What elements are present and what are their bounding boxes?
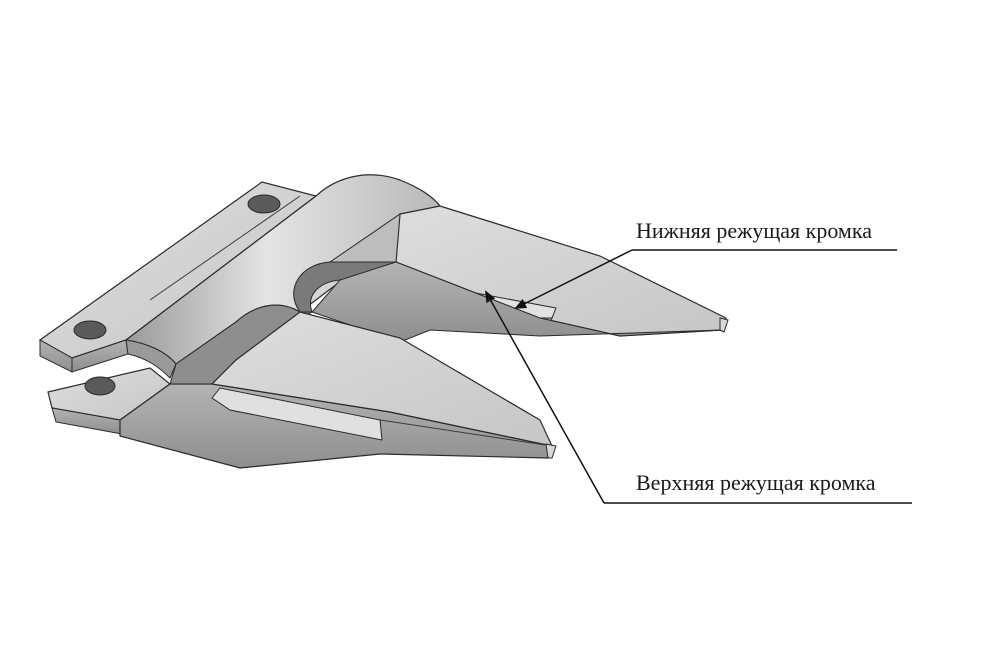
callout-lower-edge: Нижняя режущая кромка	[514, 218, 897, 309]
lower-mount-hole	[84, 376, 116, 396]
upper-mount-hole-rear	[247, 194, 281, 214]
callout-upper-edge: Верхняя режущая кромка	[485, 290, 912, 504]
upper-guard-plate	[38, 174, 729, 459]
label-upper-edge: Верхняя режущая кромка	[636, 470, 876, 495]
upper-mount-hole-front	[73, 320, 107, 340]
label-lower-edge: Нижняя режущая кромка	[636, 218, 872, 243]
